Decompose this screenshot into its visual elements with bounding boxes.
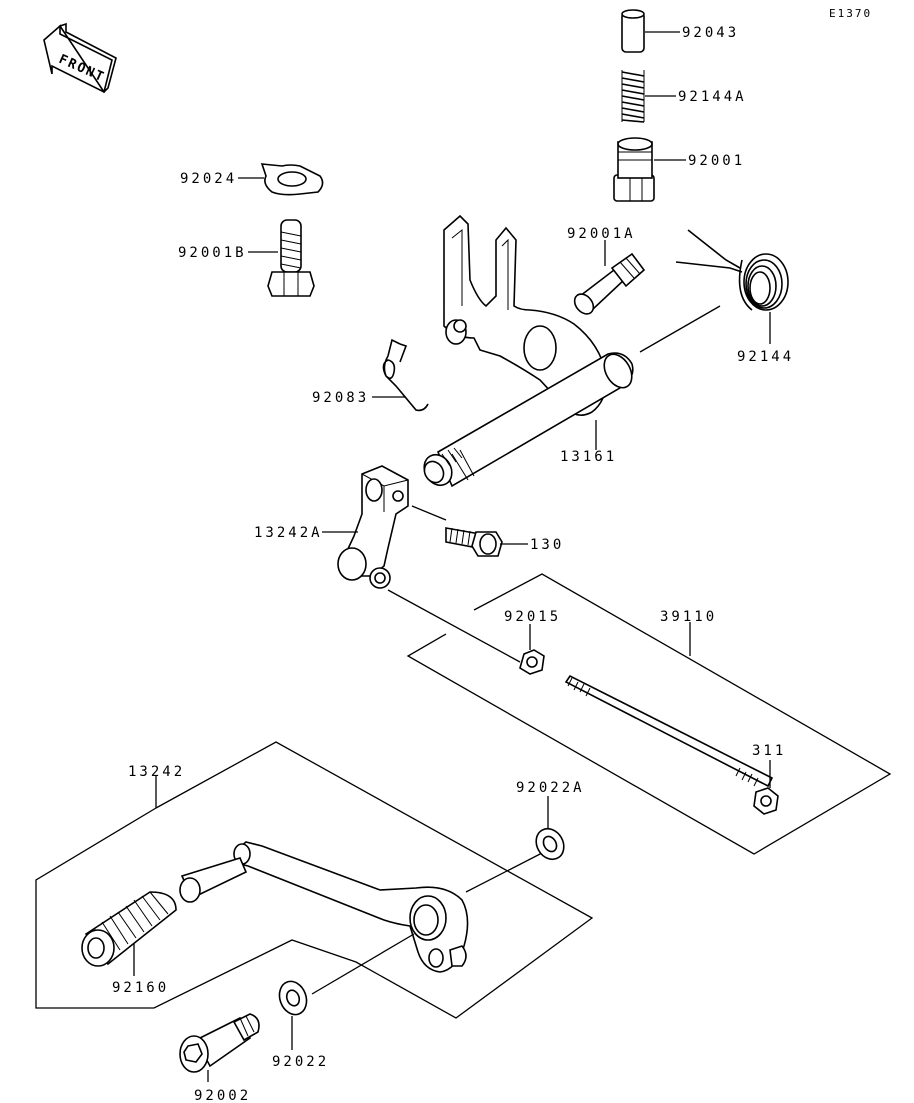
label-92001A: 92001A — [567, 226, 636, 242]
label-92083: 92083 — [312, 390, 369, 406]
part-92001 — [613, 137, 655, 202]
leader-92144-shaft — [639, 305, 721, 353]
label-92160: 92160 — [112, 980, 169, 996]
part-92001A — [573, 252, 646, 315]
label-39110: 39110 — [660, 609, 717, 625]
front-arrow-icon: FRONT — [43, 22, 117, 94]
label-92002: 92002 — [194, 1088, 251, 1103]
label-13242: 13242 — [128, 764, 185, 780]
label-92144A: 92144A — [678, 89, 747, 105]
leader-pedal-bolt — [311, 933, 415, 995]
leader-rod-end — [387, 589, 521, 663]
label-13242A: 13242A — [254, 525, 323, 541]
group-13242-frame — [35, 741, 594, 1019]
label-92024: 92024 — [180, 171, 237, 187]
part-92083 — [382, 338, 429, 412]
part-92043 — [621, 9, 645, 53]
part-130 — [445, 527, 503, 557]
part-92015 — [519, 649, 545, 675]
part-311 — [753, 787, 779, 815]
label-92022A: 92022A — [516, 780, 585, 796]
part-92022A — [535, 827, 565, 861]
part-92144 — [675, 229, 789, 311]
part-13242-pedal — [179, 841, 469, 973]
part-92144A — [621, 70, 645, 123]
leader-pedal-washer — [465, 851, 545, 893]
part-13161 — [423, 214, 634, 488]
label-13161: 13161 — [560, 449, 617, 465]
group-39110-frame — [406, 573, 892, 855]
part-92022 — [278, 980, 308, 1016]
part-13242A — [337, 465, 409, 589]
label-92144: 92144 — [737, 349, 794, 365]
part-92001B — [267, 219, 315, 297]
label-92022: 92022 — [272, 1054, 329, 1070]
part-92002 — [179, 1013, 260, 1073]
label-92001B: 92001B — [178, 245, 247, 261]
label-92015: 92015 — [504, 609, 561, 625]
part-92160 — [81, 891, 177, 967]
label-130: 130 — [530, 537, 564, 553]
diagram-code: E1370 — [829, 7, 872, 20]
label-92001: 92001 — [688, 153, 745, 169]
part-rod — [564, 674, 774, 788]
leader-130-pin — [411, 505, 447, 521]
label-311: 311 — [752, 743, 786, 759]
label-92043: 92043 — [682, 25, 739, 41]
part-92024 — [260, 163, 324, 196]
